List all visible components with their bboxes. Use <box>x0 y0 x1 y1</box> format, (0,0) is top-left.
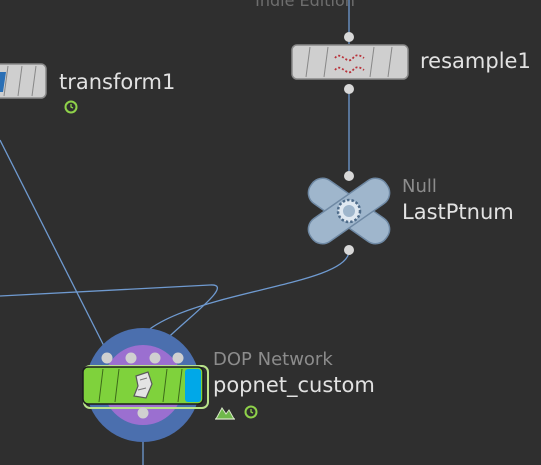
node-transform1-divider <box>3 65 9 97</box>
node-resample1-output[interactable] <box>344 84 354 94</box>
node-popnet-type: DOP Network <box>213 349 333 370</box>
node-popnet-output[interactable] <box>137 407 149 419</box>
time-dependent-icon <box>244 405 258 419</box>
node-resample1-divider <box>369 46 375 78</box>
node-lastptnum[interactable]: Null LastPtnum <box>303 171 514 255</box>
node-popnet-divider <box>162 368 168 403</box>
node-resample1[interactable]: resample1 <box>291 32 531 94</box>
node-lastptnum-type: Null <box>402 176 437 197</box>
node-lastptnum-name: LastPtnum <box>402 200 514 224</box>
node-transform1-body[interactable] <box>0 63 47 99</box>
dop-network-icon <box>133 371 153 399</box>
node-resample1-divider <box>323 46 329 78</box>
node-resample1-divider <box>387 46 393 78</box>
node-popnet-input[interactable] <box>101 352 113 364</box>
node-popnet-divider <box>98 368 104 403</box>
node-popnet-divider <box>114 368 120 403</box>
node-popnet-input[interactable] <box>125 352 137 364</box>
node-transform1-name: transform1 <box>59 70 175 94</box>
node-transform1-divider <box>17 65 23 97</box>
node-popnet-input[interactable] <box>172 352 184 364</box>
node-resample1-name: resample1 <box>420 49 531 73</box>
node-popnet-custom[interactable]: DOP Network popnet_custom <box>82 328 375 442</box>
node-lastptnum-body[interactable] <box>303 173 394 249</box>
transform-icon <box>0 72 6 92</box>
node-popnet-name: popnet_custom <box>213 373 375 398</box>
node-resample1-input[interactable] <box>344 32 354 42</box>
network-watermark: Indie Edition <box>255 0 355 10</box>
node-resample1-divider <box>305 46 311 78</box>
node-resample1-body[interactable] <box>291 44 409 80</box>
node-transform1-divider <box>31 65 37 97</box>
wire-transform-to-dop[interactable] <box>0 139 108 353</box>
node-transform1[interactable]: transform1 <box>0 63 175 114</box>
dop-sim-icon <box>215 407 235 420</box>
node-lastptnum-output[interactable] <box>344 245 354 255</box>
node-popnet-divider <box>177 368 183 403</box>
node-lastptnum-input[interactable] <box>344 171 354 181</box>
time-dependent-icon <box>64 100 78 114</box>
resample-icon <box>334 54 365 74</box>
display-flag[interactable] <box>185 369 201 402</box>
node-popnet-input[interactable] <box>149 352 161 364</box>
